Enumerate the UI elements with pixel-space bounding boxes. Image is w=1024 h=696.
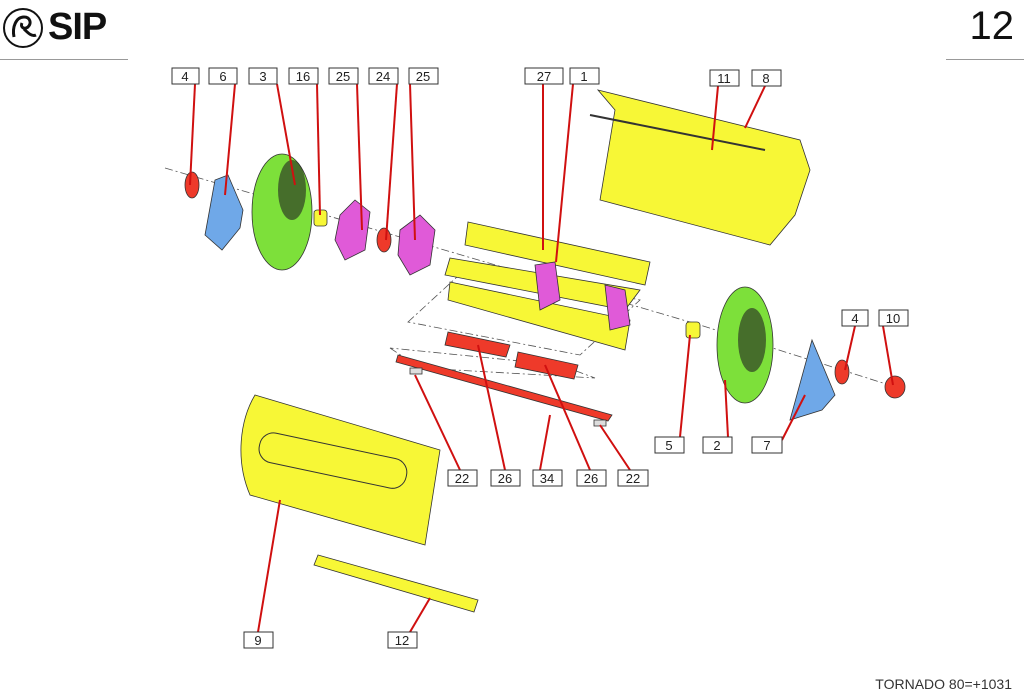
callout-34: 34: [532, 469, 563, 487]
callout-26: 26: [576, 469, 607, 487]
svg-text:8: 8: [762, 71, 769, 86]
svg-text:16: 16: [296, 69, 310, 84]
clip-part-22-left: [409, 367, 423, 375]
callout-4-right: 4: [841, 309, 869, 327]
callout-10: 10: [878, 309, 909, 327]
blade-part-1-bottom: [447, 281, 631, 351]
callout-2: 2: [702, 436, 733, 454]
housing-part-9: [240, 394, 441, 546]
callout-6: 6: [208, 67, 238, 85]
callout-25: 25: [408, 67, 439, 85]
roller-part-26-right: [514, 351, 579, 380]
callout-7: 7: [751, 436, 783, 454]
rail-part-11: [589, 114, 766, 151]
svg-text:34: 34: [540, 471, 554, 486]
callout-4: 4: [171, 67, 200, 85]
leader-lines: [189, 83, 894, 633]
rotor-paddle-end: [604, 284, 631, 331]
svg-text:25: 25: [336, 69, 350, 84]
callout-5: 5: [654, 436, 685, 454]
callout-3: 3: [248, 67, 278, 85]
svg-text:12: 12: [395, 633, 409, 648]
callout-25: 25: [328, 67, 359, 85]
bearing-part-4: [184, 171, 200, 199]
hub-part-24: [376, 227, 392, 253]
svg-text:4: 4: [181, 69, 188, 84]
rotor-frame-outline: [407, 264, 641, 356]
strip-part-12: [313, 554, 479, 613]
tray-outline: [389, 347, 596, 379]
bearing-part-10: [884, 375, 906, 399]
svg-text:25: 25: [416, 69, 430, 84]
page-number: 12: [969, 4, 1015, 48]
svg-text:4: 4: [851, 311, 858, 326]
svg-text:11: 11: [717, 71, 731, 86]
sip-emblem-icon: [3, 7, 43, 48]
callout-24: 24: [368, 67, 399, 85]
callout-9: 9: [243, 631, 274, 649]
header-rule-right: [946, 59, 1024, 60]
fan-blades-part-3: [278, 160, 306, 220]
svg-text:26: 26: [498, 471, 512, 486]
fan-blades-part-2: [738, 308, 766, 372]
svg-text:9: 9: [254, 633, 261, 648]
callout-27: 27: [524, 67, 564, 85]
svg-text:3: 3: [259, 69, 266, 84]
sip-logo: SIP: [2, 6, 107, 49]
svg-text:2: 2: [713, 438, 720, 453]
callout-12: 12: [387, 631, 418, 649]
model-reference: TORNADO 80=+1031: [875, 676, 1012, 692]
bar-part-34: [395, 354, 613, 422]
svg-text:10: 10: [886, 311, 900, 326]
top-cover-part-8: [596, 89, 811, 246]
callout-22: 22: [447, 469, 478, 487]
bracket-part-7: [789, 338, 836, 421]
header-rule-left: [0, 59, 128, 60]
svg-text:22: 22: [455, 471, 469, 486]
callout-11: 11: [709, 69, 740, 87]
paddle-part-25-left: [334, 199, 371, 261]
svg-text:5: 5: [665, 438, 672, 453]
callout-8: 8: [751, 69, 782, 87]
svg-text:6: 6: [219, 69, 226, 84]
svg-text:27: 27: [537, 69, 551, 84]
paddle-part-25-right: [397, 214, 436, 276]
brand-name: SIP: [48, 6, 107, 48]
housing-slot: [258, 432, 408, 489]
bushing-part-5: [685, 321, 701, 339]
rotor-paddle-center: [534, 261, 561, 311]
callout-26: 26: [490, 469, 521, 487]
svg-text:22: 22: [626, 471, 640, 486]
svg-text:7: 7: [763, 438, 770, 453]
roller-part-26-left: [444, 331, 511, 358]
callout-22: 22: [617, 469, 649, 487]
callout-1: 1: [569, 67, 600, 85]
svg-text:1: 1: [580, 69, 587, 84]
bracket-part-6: [204, 174, 244, 251]
svg-text:26: 26: [584, 471, 598, 486]
callout-16: 16: [288, 67, 319, 85]
svg-text:24: 24: [376, 69, 390, 84]
